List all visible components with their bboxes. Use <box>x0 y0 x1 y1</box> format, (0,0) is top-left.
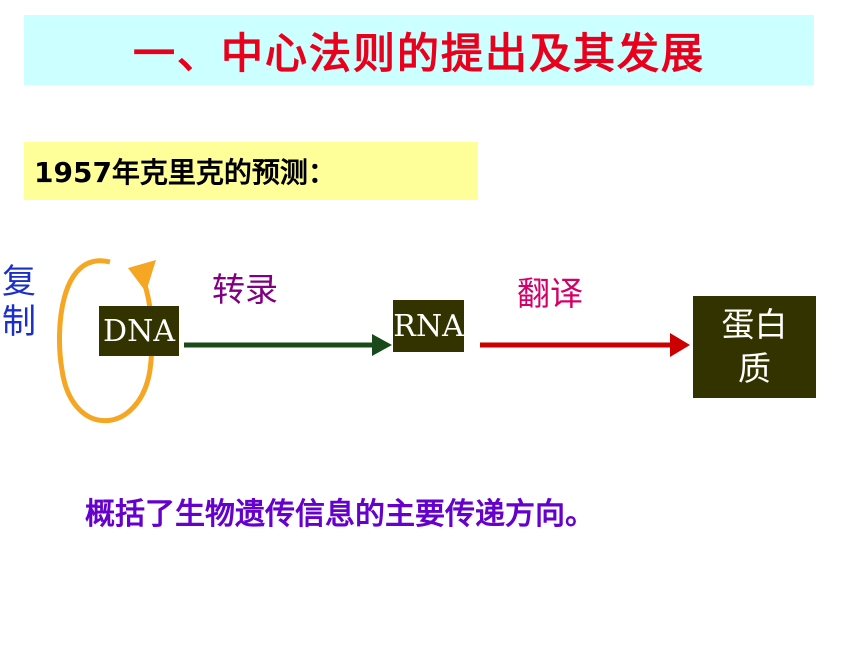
translation-arrowhead <box>670 333 690 357</box>
replication-label: 复制 <box>2 262 36 342</box>
conclusion-text: 概括了生物遗传信息的主要传递方向。 <box>85 497 595 532</box>
page-title: 一、中心法则的提出及其发展 <box>132 28 705 78</box>
subtitle-banner: 1957年克里克的预测： <box>24 142 478 200</box>
translation-label: 翻译 <box>517 274 583 313</box>
dna-node: DNA <box>99 306 179 356</box>
replication-arrowhead <box>128 260 156 292</box>
protein-node: 蛋白质 <box>693 296 816 398</box>
title-banner: 一、中心法则的提出及其发展 <box>24 15 814 85</box>
transcription-arrowhead <box>372 334 392 356</box>
rna-node: RNA <box>393 300 464 352</box>
subtitle: 1957年克里克的预测： <box>34 156 336 189</box>
transcription-label: 转录 <box>212 270 278 309</box>
